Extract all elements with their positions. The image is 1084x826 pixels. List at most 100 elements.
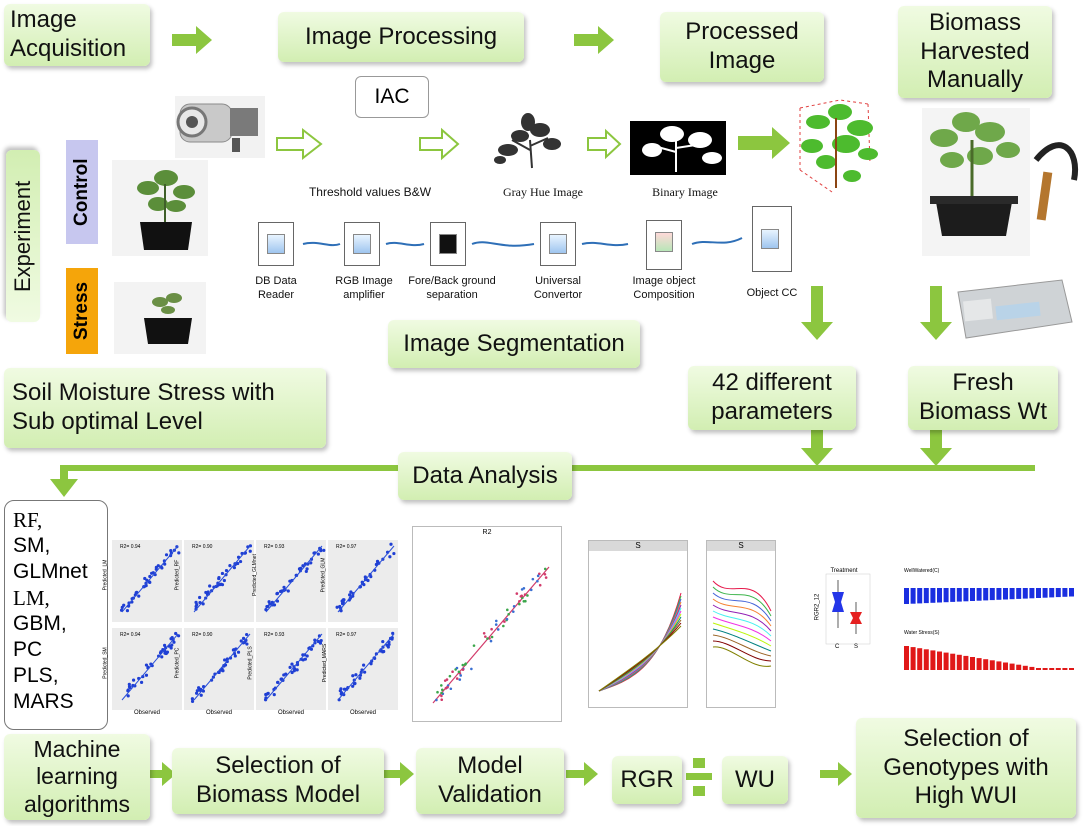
fit-line [265,545,323,613]
scatter-point [275,591,280,595]
scatter-point [197,686,201,690]
scatter-point [316,639,320,644]
obs-pred-point [526,594,529,597]
obs-pred-point [451,670,454,673]
scatter-point [381,639,385,644]
scatter-point [150,571,154,575]
scatter-point [174,631,178,636]
scatter-point [369,662,373,666]
node-label: Fore/Back ground separation [408,275,496,301]
bar [1055,668,1061,670]
control-label: Control [66,140,98,244]
arrow-biomass-to-line [920,430,952,466]
scatter-xlabel: Observed [134,710,161,716]
scatter-svg [119,545,181,613]
obs-pred-point [531,577,535,581]
bar [996,588,1002,600]
scatter-point [288,579,292,583]
obs-pred-point [506,608,509,612]
biomass-harvested-box: Biomass Harvested Manually [898,6,1052,98]
obs-pred-point [446,685,449,689]
bar [1016,664,1022,670]
stress-plant-photo [114,282,206,354]
box-plot-title: Treatment [830,568,858,574]
scatter-point [238,559,243,564]
obs-pred-point [490,627,493,631]
scatter-point [280,677,284,681]
bar [904,588,909,604]
scatter-stat: R2= 0.90 [192,632,213,638]
node-label: Image object Composition [632,275,696,301]
scatter-point [195,603,199,607]
scatter-point [241,636,246,641]
scatter-point [341,598,345,603]
growth-curve [598,601,682,692]
rgb-amplifier-icon [353,234,371,254]
arrow-down-biomass [920,286,952,340]
bar [983,659,989,670]
bar [976,658,982,670]
scatter-point [190,699,195,703]
scatter-point [282,585,286,589]
growth-curve [598,610,682,692]
scatter-point [353,681,357,686]
scatter-point [363,670,367,674]
obs-pred-point [507,612,510,616]
soil-moisture-box: Soil Moisture Stress with Sub optimal Le… [4,368,326,448]
obs-pred-point [440,688,444,692]
growth-curve [712,604,772,632]
bar [1009,588,1015,600]
obs-pred-point [544,576,548,579]
obs-pred-point [515,592,519,595]
scatter-point [232,566,237,570]
scatter-point [208,584,212,588]
bar [970,588,975,601]
box-cat-c: C [835,644,840,650]
arrow-line-to-algos [50,465,78,497]
scatter-xlabel: Observed [206,710,233,716]
bar [1003,662,1008,670]
growth-curve [712,622,772,647]
scatter-point [125,609,130,613]
algorithm-item: PC [13,638,43,661]
rgr-box: RGR [612,756,682,804]
obs-pred-point [448,674,452,678]
separation-icon [439,234,457,254]
model-validation-box: Model Validation [416,748,564,814]
scatter-point [160,655,164,659]
scatter-stat: R2= 0.93 [264,544,285,550]
scatter-ylabel: Predicted_MARS [322,643,329,683]
algorithm-item: GBM, [13,612,67,635]
algorithm-item: MARS [13,690,74,713]
scatter-stat: R2= 0.97 [336,632,357,638]
obs-pred-point [436,690,439,694]
scatter-point [127,682,131,686]
bar [1069,588,1074,597]
facet-label: S [707,541,775,551]
scatter-point [316,552,320,556]
bar-bottom-svg [904,646,1074,670]
obs-pred-point [543,567,547,571]
scatter-svg [121,631,181,701]
hollow-arrow-2 [419,127,460,161]
obs-pred-svg [432,566,550,704]
hollow-arrow-1 [276,127,323,161]
bar [917,588,923,604]
scatter-point [245,642,249,646]
growth-curve [712,586,772,617]
scatter-svg [264,545,326,613]
growth-curve [598,604,682,692]
algorithm-item: RF, [13,508,43,532]
bar [989,660,995,670]
bar [970,657,975,670]
bar [923,649,929,670]
scatter-point [322,548,326,552]
fit-line [337,633,395,701]
obs-pred-point [503,620,506,623]
scatter-point [349,590,353,594]
